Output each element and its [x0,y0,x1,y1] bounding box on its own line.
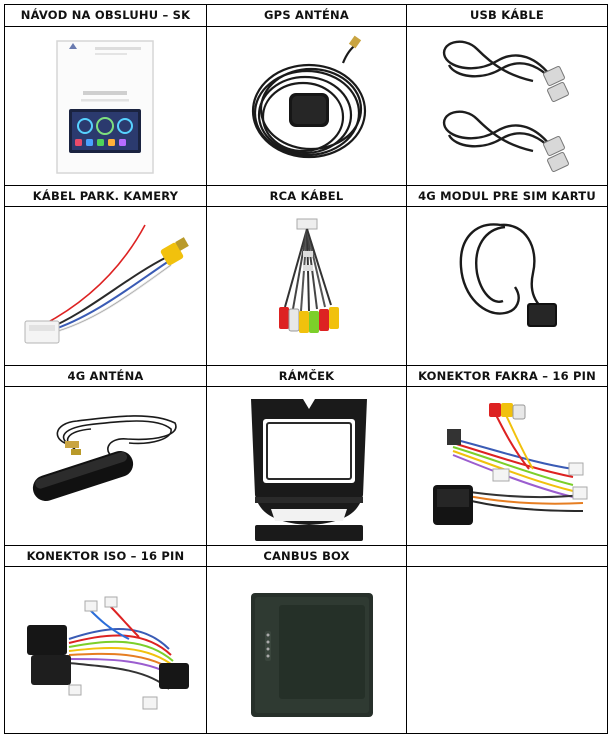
column-divider [406,5,407,733]
manual-booklet-icon [55,39,155,175]
row-divider [5,365,607,366]
cell-label-sim-module: 4G MODUL PRE SIM KARTU [418,189,596,203]
row-divider [5,386,607,387]
row-divider [5,566,607,567]
cell-label-usb-cables: USB KÁBLE [470,8,544,22]
row-divider [5,185,607,186]
canbus-box-icon [249,591,375,719]
cell-label-fakra-connector: KONEKTOR FAKRA – 16 PIN [418,369,596,383]
row-divider [5,206,607,207]
cell-label-rca-cable: RCA KÁBEL [269,189,344,203]
fakra-connector-icon [433,399,591,539]
iso-connector-icon [19,589,195,721]
dash-frame-icon [247,395,371,545]
rca-cable-icon [267,217,347,357]
cell-label-empty [407,546,607,566]
lte-antenna-icon [31,401,181,511]
cell-label-canbus-box: CANBUS BOX [263,549,350,563]
parking-camera-cable-icon [17,217,197,357]
cell-label-4g-antenna: 4G ANTÉNA [67,369,144,383]
column-divider [206,5,207,733]
accessories-table: NÁVOD NA OBSLUHU – SK GPS ANTÉNA USB KÁB… [4,4,608,734]
row-divider [5,26,607,27]
cell-label-gps-antenna: GPS ANTÉNA [264,8,349,22]
cell-label-manual: NÁVOD NA OBSLUHU – SK [20,8,191,22]
cell-label-frame: RÁMČEK [278,369,335,383]
cell-label-parking-camera-cable: KÁBEL PARK. KAMERY [32,189,179,203]
sim-module-icon [445,217,565,347]
gps-antenna-icon [243,33,371,181]
usb-cable-icon [437,35,577,177]
row-divider [5,545,607,546]
cell-label-iso-connector: KONEKTOR ISO – 16 PIN [26,549,185,563]
